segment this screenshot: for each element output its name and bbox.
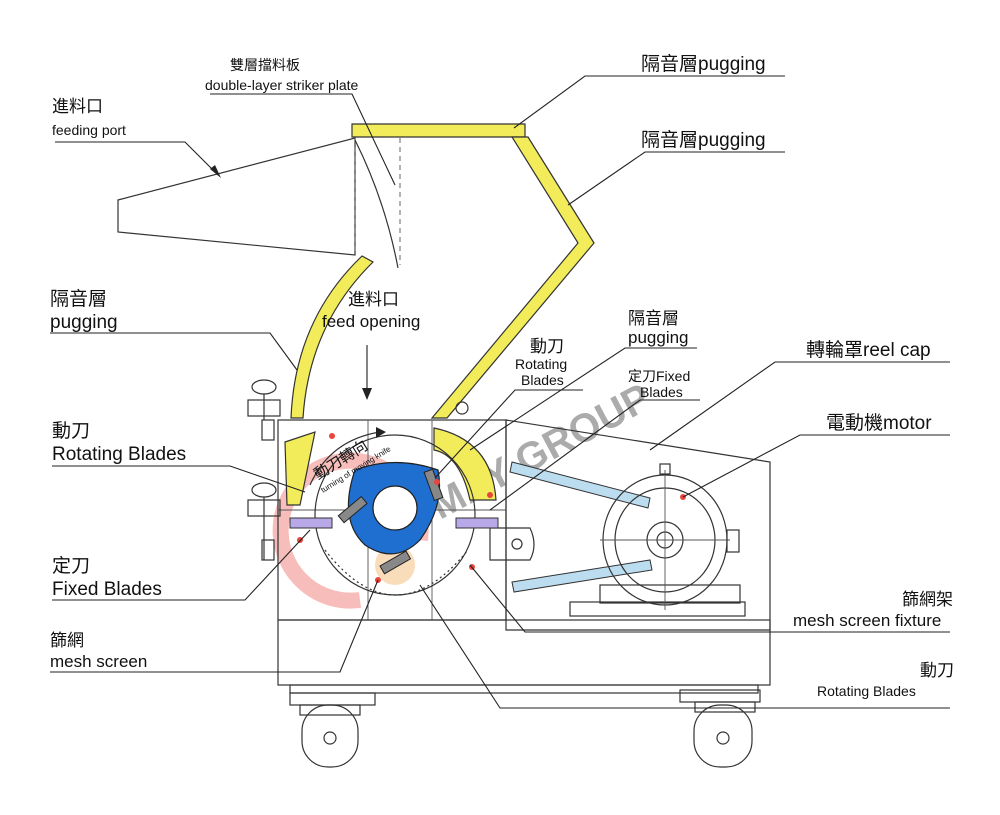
striker-plate-zh: 雙層擋料板 bbox=[230, 57, 300, 73]
labels: 進料口 feeding port 雙層擋料板 double-layer stri… bbox=[50, 53, 954, 699]
fixed-mid-en: Blades bbox=[640, 384, 683, 400]
pugging-layers bbox=[284, 123, 595, 506]
feed-opening-zh: 進料口 bbox=[348, 290, 399, 309]
rotating-left-zh: 動刀 bbox=[52, 420, 90, 442]
rotating-mid-en2: Blades bbox=[521, 372, 564, 388]
rotating-right-en: Rotating Blades bbox=[817, 683, 916, 699]
mesh-left-zh: 篩網 bbox=[50, 631, 84, 650]
mesh-fixture-zh: 篩網架 bbox=[902, 590, 953, 609]
feed-opening-en: feed opening bbox=[322, 312, 420, 331]
rotating-left-en: Rotating Blades bbox=[52, 444, 186, 465]
motor bbox=[569, 463, 746, 617]
pugging-mid-en: pugging bbox=[628, 328, 689, 347]
leader-lines bbox=[50, 75, 950, 709]
reel-cap-label: 轉輪罩reel cap bbox=[806, 339, 931, 361]
fixed-mid-zh: 定刀Fixed bbox=[628, 368, 690, 384]
belt-drive bbox=[509, 461, 653, 593]
pugging-mid-zh: 隔音層 bbox=[628, 309, 679, 328]
pugging-top2: 隔音層pugging bbox=[641, 129, 766, 151]
pugging-left-en: pugging bbox=[50, 312, 118, 333]
feeding-port-en: feeding port bbox=[52, 122, 126, 138]
rotating-mid-zh: 動刀 bbox=[530, 337, 564, 356]
rotating-right-zh: 動刀 bbox=[920, 661, 954, 680]
striker-plate-en: double-layer striker plate bbox=[205, 77, 359, 93]
motor-label: 電動機motor bbox=[826, 412, 932, 434]
fixed-left-en: Fixed Blades bbox=[52, 579, 162, 600]
feeding-port-zh: 進料口 bbox=[52, 97, 103, 116]
fixed-left-zh: 定刀 bbox=[52, 555, 90, 577]
mesh-left-en: mesh screen bbox=[50, 652, 147, 671]
pugging-top1: 隔音層pugging bbox=[641, 53, 766, 75]
machine-frame bbox=[247, 379, 771, 694]
marker-dots bbox=[297, 433, 493, 583]
mesh-fixture-en: mesh screen fixture bbox=[793, 611, 941, 630]
feed-hopper bbox=[117, 137, 401, 269]
pugging-left-zh: 隔音層 bbox=[50, 288, 107, 310]
rotating-mid-en1: Rotating bbox=[515, 356, 567, 372]
wheels bbox=[289, 689, 761, 768]
